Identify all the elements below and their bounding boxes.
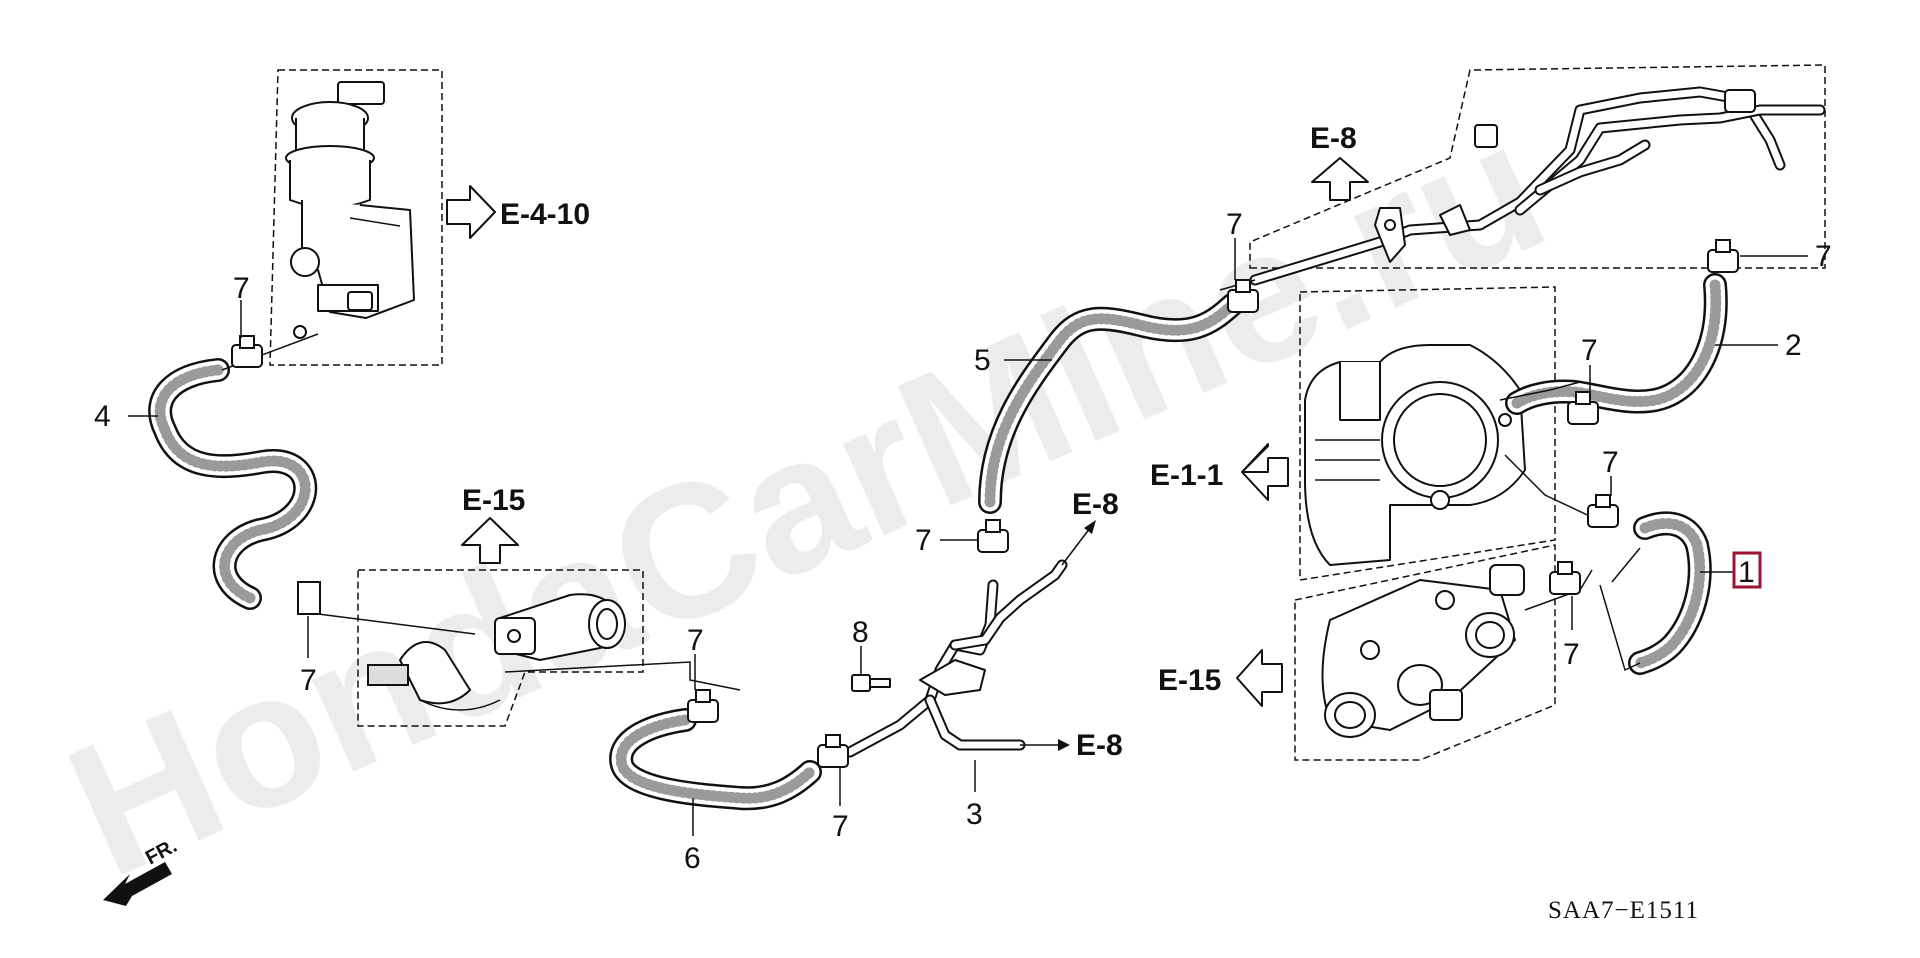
highlight-part-1 [1732, 551, 1762, 589]
clamp-7-d[interactable] [817, 734, 849, 768]
label-clamp7-f[interactable]: 7 [1226, 208, 1243, 241]
hose-6[interactable] [609, 708, 822, 811]
label-hose-5[interactable]: 5 [974, 344, 991, 377]
throttle-body-group [1299, 286, 1556, 581]
clamp-7-i[interactable] [1587, 494, 1619, 528]
ref-arrow-egr-valve[interactable]: E-4-10 [446, 185, 590, 239]
svg-text:E-15: E-15 [1158, 664, 1221, 697]
clamp-gasket [297, 581, 321, 615]
label-clamp7-c[interactable]: 7 [687, 624, 704, 657]
clamp-7-b[interactable] [347, 291, 373, 311]
svg-text:E-8: E-8 [1310, 122, 1357, 155]
thermostat-housing-group [1294, 544, 1556, 761]
ref-arrow-throttle-body[interactable]: E-1-1 [1150, 443, 1289, 501]
top-pipe-box [1249, 64, 1826, 269]
label-clamp7-h[interactable]: 7 [1581, 334, 1598, 367]
egr-valve-group [269, 69, 443, 366]
ref-branch-upper[interactable]: E-8 [1072, 488, 1119, 521]
label-clamp7-e[interactable]: 7 [915, 524, 932, 557]
label-clamp7-j[interactable]: 7 [1563, 638, 1580, 671]
egr-valve-box [269, 69, 443, 366]
label-clamp7-g[interactable]: 7 [1815, 240, 1832, 273]
hose-5[interactable] [978, 293, 1244, 514]
svg-text:E-4-10: E-4-10 [500, 198, 590, 231]
diagram-code: SAA7−E1511 [1548, 897, 1699, 924]
hose-1[interactable] [1628, 511, 1712, 675]
label-pipe-3[interactable]: 3 [966, 798, 983, 831]
clamp-7-a[interactable] [231, 335, 263, 368]
svg-text:E-1-1: E-1-1 [1150, 459, 1223, 492]
label-clamp7-gasket[interactable]: 7 [300, 664, 317, 697]
bolt-8[interactable] [851, 674, 891, 692]
label-clamp7-a[interactable]: 7 [233, 272, 250, 305]
label-clamp7-i[interactable]: 7 [1602, 446, 1619, 479]
ref-branch-lower[interactable]: E-8 [1076, 729, 1123, 762]
label-part-4[interactable]: 4 [94, 400, 111, 433]
label-clamp7-d[interactable]: 7 [832, 810, 849, 843]
water-outlet-left-box [357, 569, 644, 727]
ref-arrow-thermostat-housing[interactable]: E-15 [1158, 649, 1283, 707]
top-pipe-group [1249, 64, 1826, 286]
clamp-7-c[interactable] [687, 689, 719, 723]
hose-4[interactable] [148, 358, 318, 610]
label-bolt-8[interactable]: 8 [852, 616, 869, 649]
ref-arrow-top-pipe[interactable]: E-8 [1310, 122, 1369, 201]
hose-2[interactable] [1505, 273, 1728, 415]
svg-text:E-15: E-15 [462, 484, 525, 517]
ref-arrow-water-outlet-left[interactable]: E-15 [461, 484, 525, 564]
label-part-6[interactable]: 6 [684, 842, 701, 875]
clamp-7-e[interactable] [977, 519, 1009, 553]
label-hose-2[interactable]: 2 [1785, 329, 1802, 362]
clamp-7-g[interactable] [1707, 239, 1739, 273]
clamp-7-f[interactable] [1227, 279, 1259, 313]
pipe-3[interactable] [844, 559, 1068, 758]
clamp-7-j[interactable] [1549, 561, 1581, 595]
label-hose-1[interactable]: 1 [1738, 556, 1755, 589]
throttle-body-box [1299, 286, 1556, 581]
water-outlet-left-group [357, 569, 644, 727]
thermostat-housing-box [1294, 544, 1556, 761]
clamp-7-h[interactable] [1567, 391, 1599, 425]
